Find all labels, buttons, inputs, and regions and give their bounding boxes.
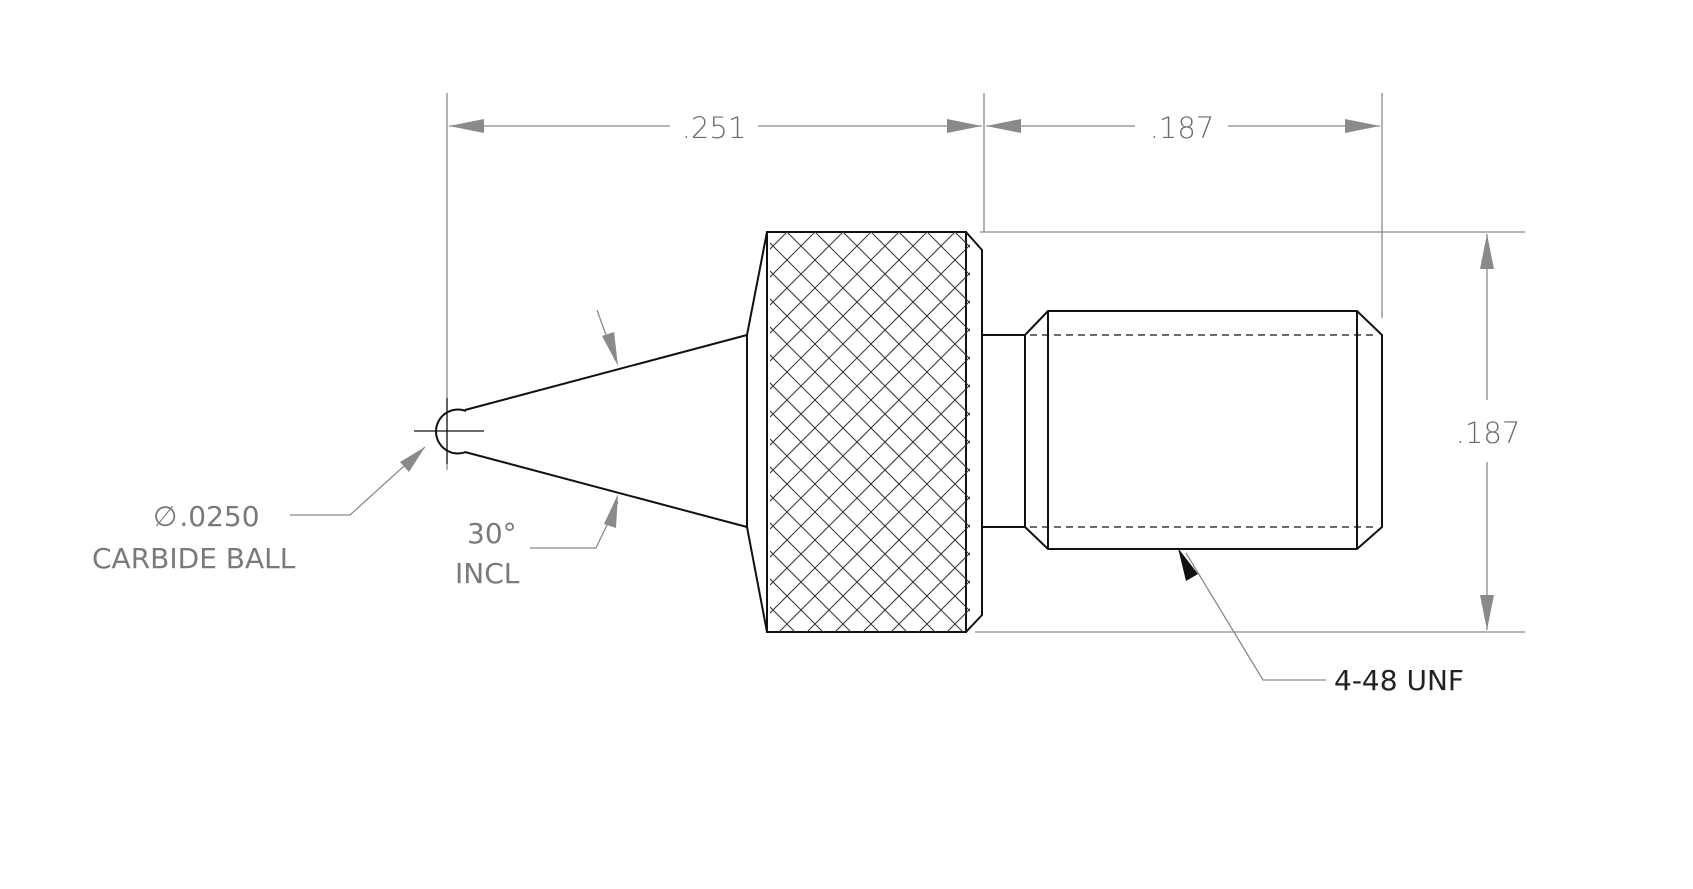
knurl-line <box>926 232 970 276</box>
knurl-line <box>770 494 908 632</box>
arrow-angle-top <box>602 332 618 366</box>
knurl-line <box>770 356 970 558</box>
arrow-thread-leader <box>1178 548 1198 581</box>
dimension-label-187-vertical: .187 <box>1456 416 1521 450</box>
knurl-line <box>834 496 970 632</box>
cone-angle-note: INCL <box>455 557 520 590</box>
knurl-line <box>842 232 970 360</box>
knurl-line <box>770 438 964 632</box>
neck-section <box>982 334 1026 528</box>
knurl-line <box>770 412 970 614</box>
ball-diameter-callout: ∅.0250 <box>153 500 260 533</box>
knurl-line <box>946 608 970 632</box>
label-gap-251 <box>672 108 756 144</box>
knurl-line <box>778 440 970 632</box>
dimension-lines <box>290 93 1525 681</box>
knurl-line <box>770 232 844 306</box>
knurl-line <box>359 232 759 632</box>
knurl-line <box>1011 232 1411 632</box>
cone-edge-bottom <box>464 451 748 528</box>
arrow-angle-bottom <box>604 494 618 528</box>
angle-leader-line <box>530 501 619 549</box>
knurl-line <box>770 242 970 444</box>
knurl-line <box>770 300 970 502</box>
knurl-line <box>770 232 872 334</box>
arrow-187-right <box>1345 119 1380 133</box>
knurl-line <box>1095 232 1495 632</box>
ball-leader-line <box>290 446 426 516</box>
knurl-line <box>890 552 970 632</box>
knurl-line <box>1067 232 1467 632</box>
knurl-line <box>770 298 970 500</box>
ball-center-mark <box>414 398 484 464</box>
dimension-label-251: .251 <box>682 111 747 145</box>
knurl-line <box>331 232 731 632</box>
knurl-line <box>898 232 970 304</box>
knurl-line <box>983 232 1383 632</box>
knurl-line <box>954 232 970 248</box>
ball-material-callout: CARBIDE BALL <box>92 542 296 575</box>
knurl-line <box>770 326 970 528</box>
arrowheads <box>400 119 1494 630</box>
thread-shank-outline <box>1024 310 1383 550</box>
knurl-line <box>770 272 970 474</box>
knurl-line <box>786 232 970 416</box>
knurled-body <box>766 231 967 633</box>
cone-edge-top <box>464 334 748 411</box>
knurl-line <box>1039 232 1439 632</box>
thread-minor-diameter <box>1030 334 1378 528</box>
knurl-line <box>770 354 970 556</box>
knurl-line <box>814 232 970 388</box>
part-outline <box>435 231 1383 633</box>
knurl-line <box>870 232 970 332</box>
knurl-line <box>770 232 956 418</box>
knurl-line <box>1235 232 1635 632</box>
knurl-line <box>770 244 970 446</box>
diameter-symbol: ∅ <box>153 500 177 533</box>
label-gap-187-top <box>1137 108 1226 144</box>
arrow-vertical-bottom <box>1480 595 1494 630</box>
knurl-line <box>918 580 970 632</box>
ball-diameter-value: .0250 <box>179 500 259 533</box>
arrow-251-left <box>449 119 484 133</box>
knurl-line <box>806 468 970 632</box>
knurl-line <box>1207 232 1607 632</box>
knurl-line <box>770 270 970 472</box>
knurl-line <box>770 466 936 632</box>
knurl-line <box>770 382 970 584</box>
label-gap-187-vertical <box>1455 412 1521 450</box>
knurl-line <box>367 232 767 632</box>
knurl-line <box>770 232 900 362</box>
arrow-vertical-top <box>1480 234 1494 269</box>
knurl-line <box>770 328 970 530</box>
cone-angle-callout: 30° <box>467 517 517 550</box>
thread-arrowhead <box>1178 548 1198 581</box>
arrow-251-right <box>947 119 982 133</box>
knurl-line <box>770 232 928 390</box>
knurl-pattern <box>331 232 1635 632</box>
knurl-back-chamfer <box>965 231 983 633</box>
knurl-line <box>770 384 970 586</box>
arrow-ball-leader <box>400 447 425 472</box>
knurl-line <box>862 524 970 632</box>
thread-spec-callout: 4-48 UNF <box>1334 664 1464 697</box>
arrow-187-left <box>986 119 1021 133</box>
knurl-line <box>770 410 970 612</box>
dimension-label-187-top: .187 <box>1150 111 1215 145</box>
thread-leader-line <box>1185 552 1326 681</box>
knurl-line <box>770 522 880 632</box>
knurl-line <box>770 550 852 632</box>
knurl-front-chamfer <box>746 231 768 633</box>
